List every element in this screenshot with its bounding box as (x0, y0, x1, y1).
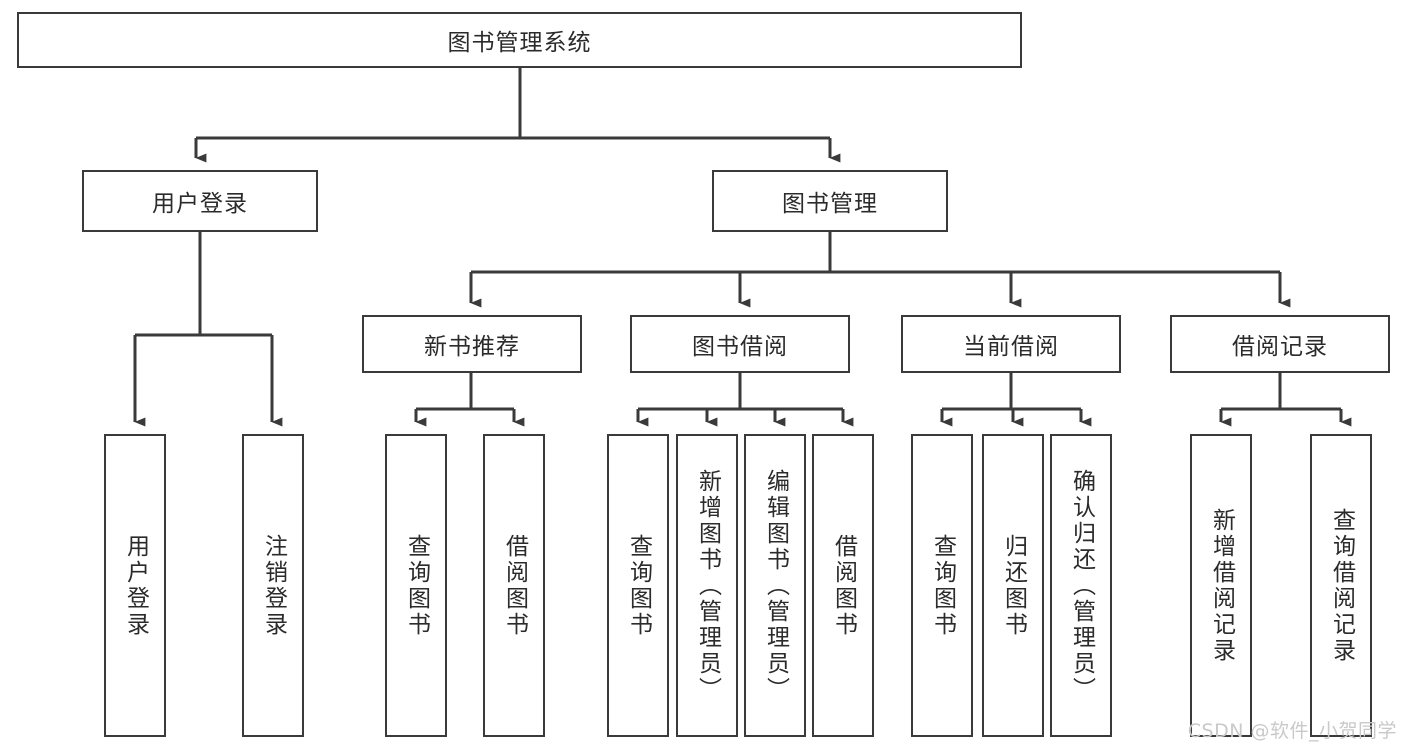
node-root[interactable]: 图书管理系统 (17, 12, 1022, 68)
node-current-borrow[interactable]: 当前借阅 (901, 315, 1121, 373)
leaf-borrow-book-2[interactable]: 借阅图书 (812, 434, 874, 737)
csdn-watermark: CSDN @软件_小贺同学 (1187, 720, 1397, 742)
leaf-query-record[interactable]: 查询借阅记录 (1310, 434, 1372, 737)
leaf-query-book-1[interactable]: 查询图书 (385, 434, 447, 737)
leaf-logout-login[interactable]: 注销登录 (242, 434, 304, 737)
leaf-add-book[interactable]: 新增图书（管理员） (676, 434, 738, 737)
leaf-add-record[interactable]: 新增借阅记录 (1190, 434, 1252, 737)
leaf-edit-book[interactable]: 编辑图书（管理员） (744, 434, 806, 737)
node-borrow-record[interactable]: 借阅记录 (1170, 315, 1390, 373)
node-new-book-recommend[interactable]: 新书推荐 (362, 315, 582, 373)
node-user-login[interactable]: 用户登录 (82, 170, 318, 232)
leaf-return-book[interactable]: 归还图书 (982, 434, 1044, 737)
leaf-user-login[interactable]: 用户登录 (104, 434, 166, 737)
node-book-borrow[interactable]: 图书借阅 (630, 315, 850, 373)
leaf-confirm-return[interactable]: 确认归还（管理员） (1050, 434, 1112, 737)
leaf-query-book-3[interactable]: 查询图书 (911, 434, 973, 737)
leaf-borrow-book-1[interactable]: 借阅图书 (483, 434, 545, 737)
node-book-manage[interactable]: 图书管理 (712, 170, 948, 232)
leaf-query-book-2[interactable]: 查询图书 (607, 434, 669, 737)
